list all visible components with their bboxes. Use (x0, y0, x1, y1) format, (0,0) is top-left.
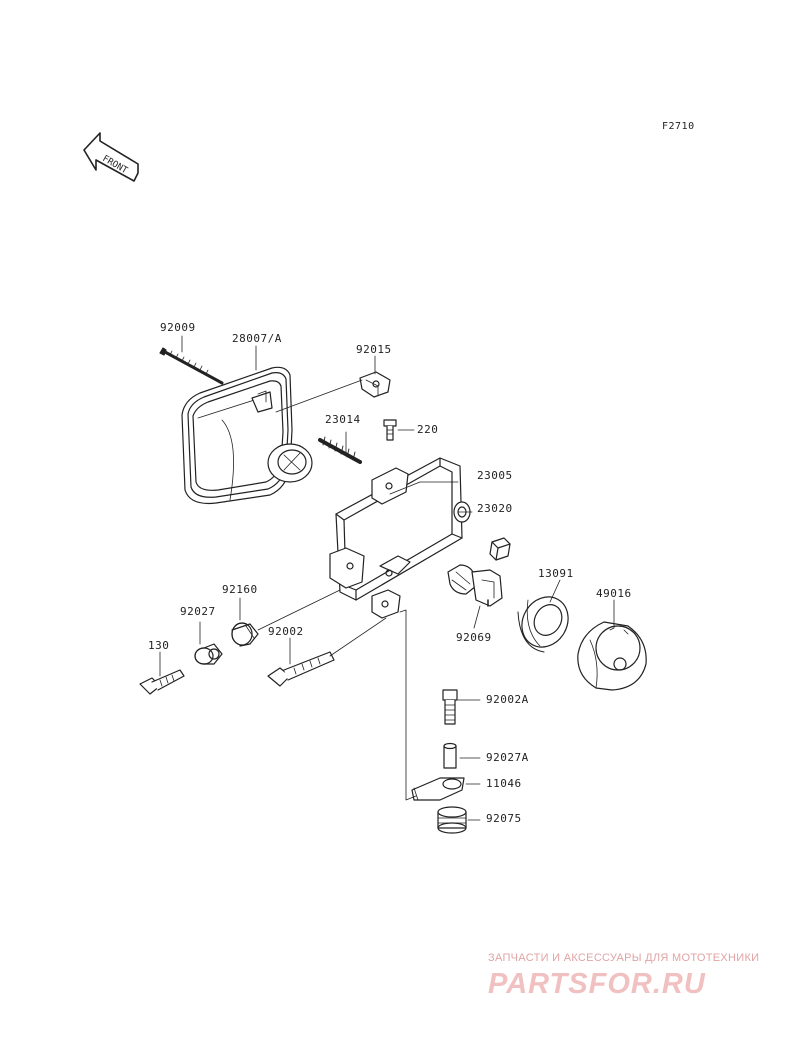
bolt-130 (139, 669, 185, 695)
part-label-92015: 92015 (356, 343, 392, 356)
bolt-92002A (442, 689, 458, 725)
part-label-92002A: 92002A (486, 693, 529, 706)
headlight-housing (181, 366, 313, 505)
part-label-28007-A: 28007/A (232, 332, 282, 345)
part-label-49016: 49016 (596, 587, 632, 600)
collar-92027A (443, 742, 457, 769)
part-label-23005: 23005 (477, 469, 513, 482)
part-label-220: 220 (417, 423, 439, 436)
part-label-92075: 92075 (486, 812, 522, 825)
headlight-bracket-23005 (329, 457, 463, 619)
leader-lines (159, 335, 615, 821)
clip-92015 (359, 371, 391, 398)
part-label-23020: 23020 (477, 502, 513, 515)
bulb-socket-13091 (517, 596, 569, 653)
watermark-logo: PARTSFOR.RU (488, 968, 706, 1000)
watermark-tagline: ЗАПЧАСТИ И АКСЕССУАРЫ ДЛЯ МОТОТЕХНИКИ (488, 952, 760, 964)
part-label-130: 130 (148, 639, 170, 652)
nut-cube (489, 537, 511, 561)
bulb-92069 (447, 564, 503, 607)
dust-cover-49016 (577, 621, 647, 691)
grommet-92160 (231, 622, 259, 647)
part-label-23014: 23014 (325, 413, 361, 426)
screw-220 (383, 419, 397, 441)
part-label-92009: 92009 (160, 321, 196, 334)
bracket-11046 (411, 777, 465, 801)
screw-92009 (159, 347, 224, 385)
part-label-92002: 92002 (268, 625, 304, 638)
front-arrow-icon: FRONT (83, 132, 139, 182)
part-label-13091: 13091 (538, 567, 574, 580)
adjusting-screw-23014 (318, 436, 362, 464)
grommet-92075 (437, 806, 467, 834)
part-label-92027A: 92027A (486, 751, 529, 764)
diagram-code: F2710 (662, 121, 695, 132)
part-label-92160: 92160 (222, 583, 258, 596)
collar-92027 (194, 643, 223, 665)
bolt-92002 (267, 651, 335, 687)
part-label-92069: 92069 (456, 631, 492, 644)
part-label-92027: 92027 (180, 605, 216, 618)
part-label-11046: 11046 (486, 777, 522, 790)
